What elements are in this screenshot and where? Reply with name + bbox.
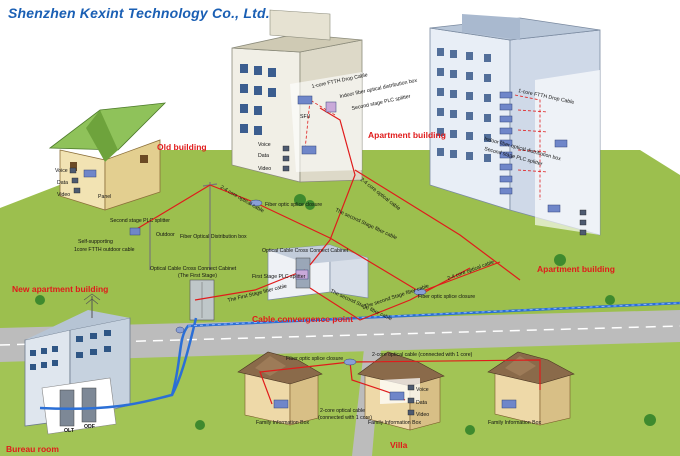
label-apartment-building-right: Apartment building [537,264,615,274]
label-data-old: Data [57,180,68,186]
label-cabinet-top: Optical Cable Cross Connect Cabinet [262,248,349,254]
label-video-mid: Video [258,166,271,172]
apartment-building-right [429,14,601,236]
label-outdoor-cable: 1core FTTH outdoor cable [74,247,135,253]
label-fib-middle: Family Information Box [368,420,421,426]
label-voice-villa: Voice [416,387,429,393]
label-voice-mid: Voice [258,142,271,148]
label-splice1: Fiber optic splice closure [265,202,322,208]
label-two-core: 2-core optical cable (connected with 1 c… [372,352,473,358]
label-plc-old: Second stage PLC splitter [110,218,170,224]
label-voice-old: Voice [55,168,68,174]
label-panel: Panel [98,194,111,200]
label-self-supporting: Self-supporting [78,239,113,245]
road-center-line [0,325,680,346]
company-title: Shenzhen Kexint Technology Co., Ltd. [8,5,270,21]
label-fib-left: Family Information Box [256,420,309,426]
first-stage-cabinet [189,279,215,321]
label-splice2: Fiber optic splice closure [418,294,475,300]
label-sfu-mid: SFU [300,114,311,120]
floor-sfu-units [499,91,513,195]
label-data-mid: Data [258,153,269,159]
end-terminals [69,145,587,416]
label-cabinet-first: Optical Cable Cross Connect Cabinet [150,266,237,272]
label-splice3: Fiber optic splice closure [286,356,343,362]
label-apartment-building-mid: Apartment building [368,130,446,140]
label-video-old: Video [57,192,70,198]
new-apartment-building [24,293,131,435]
blue-dash-overlay [187,302,680,327]
label-old-building: Old building [157,142,207,152]
label-fodb: Fiber Optical Distribution box [180,234,247,240]
label-two-core-b: 2-core optical cable [320,408,365,414]
red-dashed-risers [304,94,549,200]
label-cable-convergence-point: Cable convergence point [252,314,353,324]
old-building [48,102,167,211]
label-outdoor: Outdoor [156,232,175,238]
label-olt: OLT [64,428,75,434]
villa-house-middle [357,351,445,431]
label-odf: ODF [84,424,95,430]
label-first-stage-paren: (The First Stage) [178,273,217,279]
label-connected-b: (connected with 1 core) [318,415,372,421]
label-villa: Villa [390,440,408,450]
label-bureau-room: Bureau room [6,444,59,454]
splice-closures [175,199,427,366]
sfu-devices [83,95,568,409]
label-first-plc: First Stage PLC splitter [252,274,306,280]
trees [35,194,656,435]
label-new-apartment-building: New apartment building [12,284,108,294]
label-video-villa: Video [416,412,429,418]
villa-house-left [237,351,323,426]
label-data-villa: Data [416,400,427,406]
label-fib-right: Family Information Box [488,420,541,426]
